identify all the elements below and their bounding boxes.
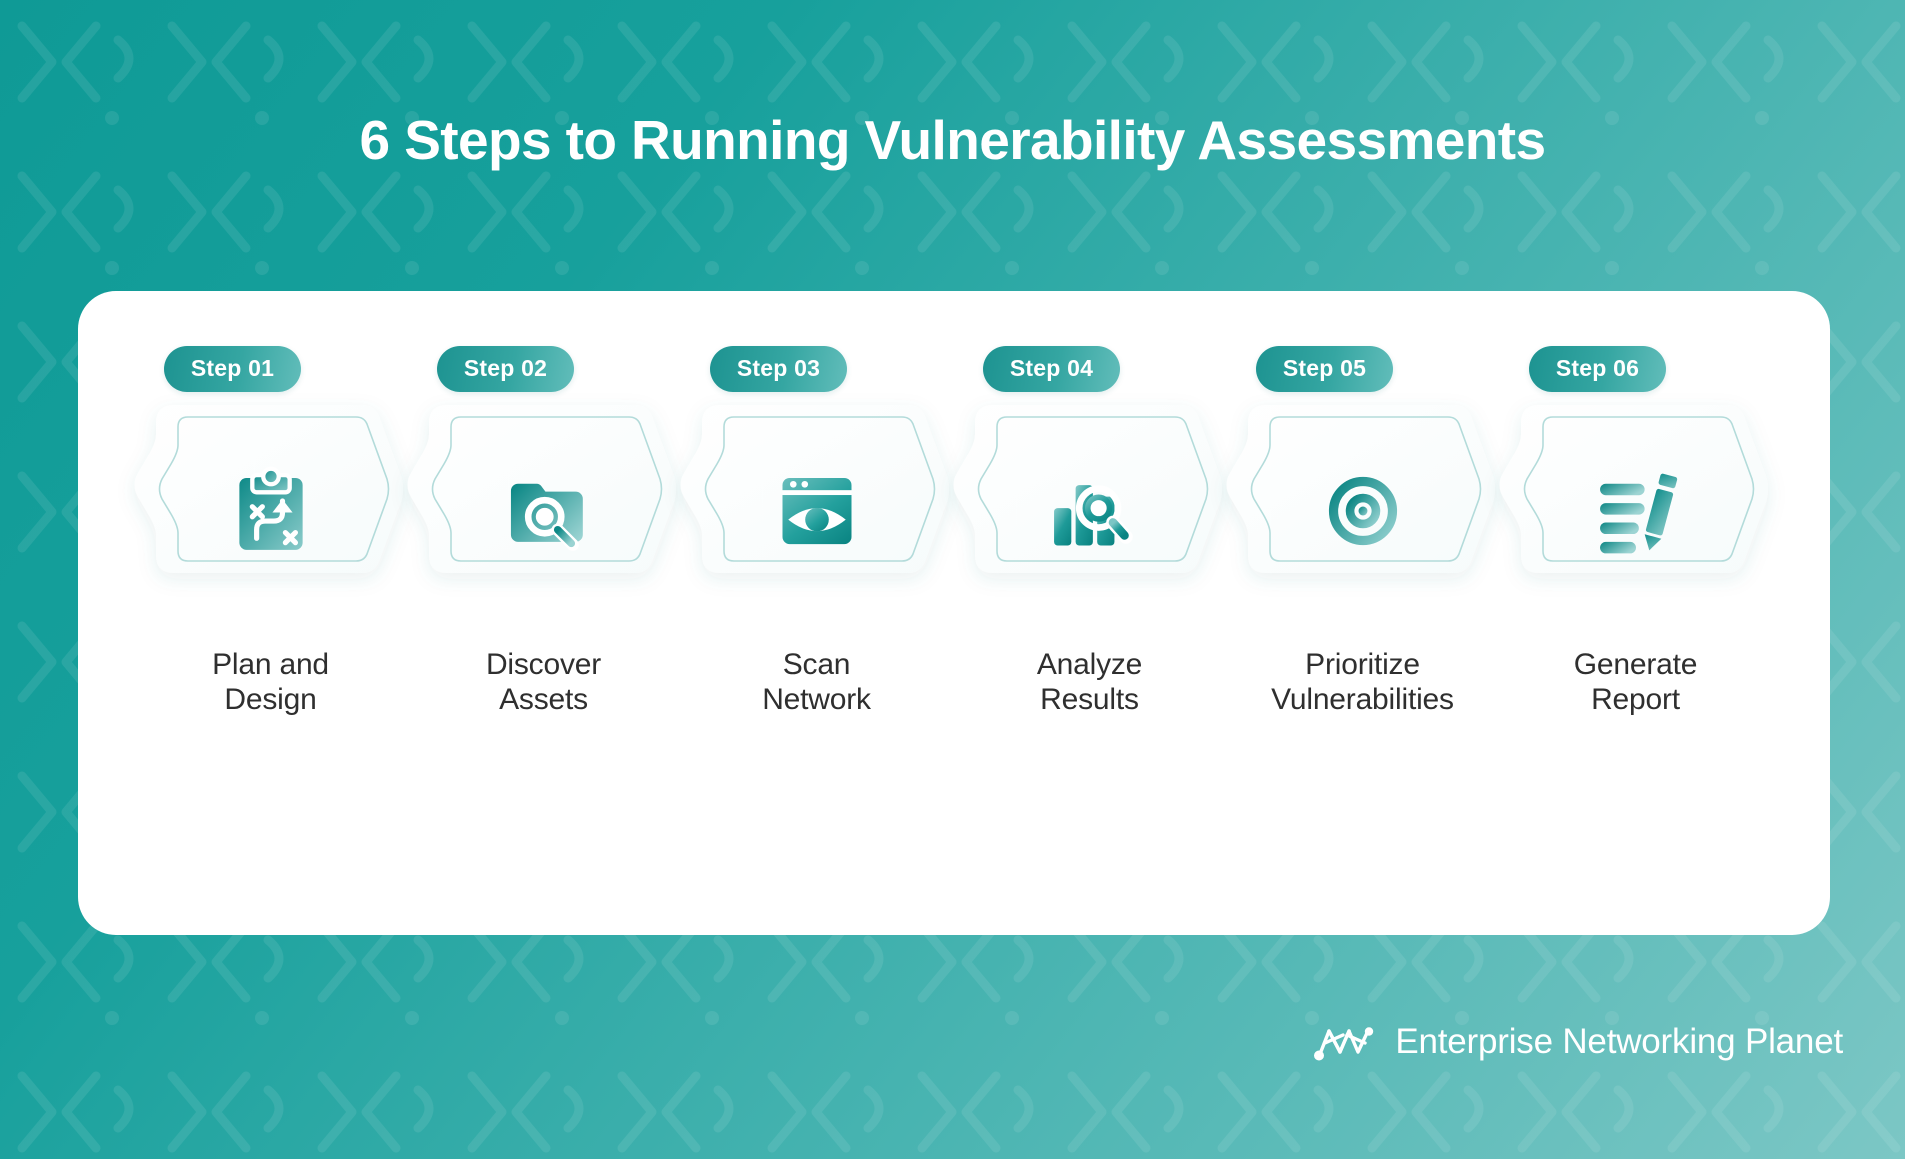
step-label-1: Plan and Design — [212, 648, 329, 717]
step-label-2: Discover Assets — [485, 648, 602, 717]
step-card-2[interactable] — [407, 403, 680, 619]
step-card-1[interactable] — [134, 403, 407, 619]
network-nodes-icon — [1314, 1027, 1374, 1061]
browser-eye-icon — [680, 403, 953, 619]
step-label-3: Scan Network — [762, 648, 871, 717]
steps-panel: Step 01 — [78, 291, 1830, 935]
step-label-5: Prioritize Vulnerabilities — [1271, 648, 1454, 717]
footer-logo[interactable]: Enterprise Networking Planet — [1313, 1021, 1843, 1063]
step-badge-5: Step 05 — [1255, 346, 1394, 392]
brand-name: Enterprise Networking Planet — [1395, 1022, 1843, 1061]
bar-chart-search-icon — [953, 403, 1226, 619]
step-item-6[interactable]: Step 06 — [1499, 346, 1772, 717]
step-label-6: Generate Report — [1573, 648, 1698, 717]
step-item-4[interactable]: Step 04 — [953, 346, 1226, 717]
step-card-4[interactable] — [953, 403, 1226, 619]
folder-search-icon — [407, 403, 680, 619]
step-item-2[interactable]: Step 02 — [407, 346, 680, 717]
page-title: 6 Steps to Running Vulnerability Assessm… — [359, 109, 1547, 171]
step-label-4: Analyze Results — [1036, 648, 1143, 717]
step-badge-3: Step 03 — [709, 346, 848, 392]
step-card-6[interactable] — [1499, 403, 1772, 619]
step-item-1[interactable]: Step 01 — [134, 346, 407, 717]
step-item-5[interactable]: Step 05 — [1226, 346, 1499, 717]
step-item-3[interactable]: Step 03 — [680, 346, 953, 717]
clipboard-strategy-icon — [134, 403, 407, 619]
steps-row: Step 01 — [134, 346, 1774, 717]
crosshair-target-icon — [1226, 403, 1499, 619]
step-badge-1: Step 01 — [163, 346, 302, 392]
document-pencil-icon — [1499, 403, 1772, 619]
step-badge-2: Step 02 — [436, 346, 575, 392]
step-card-3[interactable] — [680, 403, 953, 619]
step-badge-6: Step 06 — [1528, 346, 1667, 392]
step-card-5[interactable] — [1226, 403, 1499, 619]
step-badge-4: Step 04 — [982, 346, 1121, 392]
